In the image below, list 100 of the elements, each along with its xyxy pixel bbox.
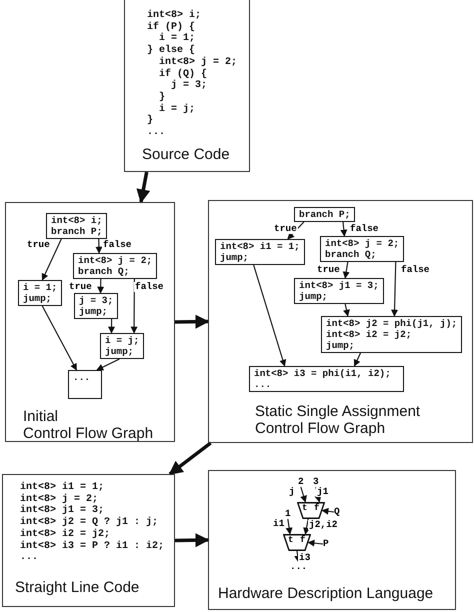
signal-label: 2 — [298, 477, 304, 487]
code-line: jump; — [299, 291, 329, 302]
arrow — [108, 319, 116, 334]
arrow — [314, 486, 322, 503]
code-line: int<8> i; — [147, 10, 202, 22]
code-line: if (Q) { — [158, 68, 208, 80]
panel-title: Straight Line Code — [15, 579, 140, 596]
signal-label: 3 — [313, 477, 319, 487]
edge-label: true — [273, 224, 298, 234]
arrow — [286, 518, 293, 535]
code-line: i = j; — [158, 104, 196, 116]
stage-panel — [5, 202, 175, 442]
basic-block-box — [215, 239, 305, 265]
arrow — [342, 262, 350, 279]
edge-label: false — [134, 282, 165, 292]
arrow — [42, 238, 62, 281]
code-line: int<8> j = 2; — [20, 494, 100, 505]
code-line: int<8> j1 = 3; — [299, 280, 379, 291]
edge-label: false — [349, 224, 380, 234]
code-line: int<8> j2 = Q ? j1 : j; — [20, 517, 160, 528]
code-line: int<8> i1 = 1; — [220, 241, 300, 252]
edge-label: false — [400, 265, 431, 275]
edge-label: true — [68, 282, 93, 292]
arrow — [343, 304, 350, 317]
arrow — [300, 486, 307, 503]
port-label: f — [314, 504, 320, 513]
panel-title: Initial — [23, 408, 60, 425]
code-line: ... — [20, 552, 40, 564]
edge-label: j1 — [316, 487, 330, 497]
panel-title: Source Code — [142, 146, 230, 163]
code-line: jump; — [105, 346, 135, 357]
arrow — [354, 352, 362, 367]
panel-title: Static Single Assignment Control Flow Graph — [255, 403, 420, 437]
arrow — [303, 518, 310, 535]
signal-label: ... — [290, 562, 308, 572]
code-line: int<8> i2 = j2; — [326, 329, 413, 340]
code-line: int<8> i2 = j2; — [20, 528, 112, 540]
arrow — [96, 358, 120, 370]
code-line: branch Q; — [325, 249, 378, 260]
edge-label: i1 — [272, 519, 286, 529]
edge-label: j2,i2 — [308, 520, 339, 530]
basic-block-box — [294, 278, 384, 304]
basic-block-box — [249, 366, 404, 392]
code-line: jump; — [23, 293, 53, 304]
basic-block-box — [320, 236, 404, 262]
stage-arrow — [174, 533, 210, 548]
code-line: int<8> i1 = 1; — [20, 482, 106, 494]
edge-label: j — [288, 487, 296, 497]
arrow — [42, 306, 77, 371]
code-line: jump; — [220, 252, 250, 263]
basic-block-box — [18, 280, 62, 306]
stage-arrow — [174, 314, 210, 329]
code-line: int<8> j1 = 3; — [20, 505, 106, 516]
code-line: int<8> j2 = phi(j1, j); — [326, 318, 458, 329]
basic-block-box — [73, 253, 158, 279]
basic-block-box — [74, 293, 118, 319]
basic-block-box — [294, 207, 356, 222]
signal-label: 1 — [285, 509, 291, 519]
code-line: i = 1; — [158, 33, 196, 44]
signal-label: Q — [334, 507, 340, 517]
basic-block-box — [321, 316, 462, 353]
code-line: branch Q; — [78, 266, 130, 277]
code-line: } else { — [147, 45, 196, 56]
arrow — [97, 279, 104, 294]
code-line: if (P) { — [147, 22, 196, 33]
stage-panel — [208, 200, 473, 443]
edge-label: false — [102, 240, 133, 250]
signal-label: P — [323, 539, 329, 549]
code-line: j = 3; — [79, 295, 114, 306]
port-label: t — [288, 536, 294, 545]
code-line: ... — [147, 127, 166, 139]
stage-arrow — [168, 442, 212, 476]
arrow — [391, 262, 398, 317]
code-line: i = 1; — [23, 282, 58, 293]
panel-title: Hardware Description Language — [218, 585, 434, 602]
code-line: int<8> i3 = P ? i1 : i2; — [20, 540, 164, 552]
code-line: int<8> j = 2; — [325, 238, 400, 249]
code-line: int<8> j = 2; — [78, 255, 152, 266]
code-line: branch P; — [299, 209, 350, 220]
code-line: j = 3; — [170, 80, 208, 92]
panel-title: Control Flow Graph — [23, 425, 154, 442]
stage-panel — [2, 474, 175, 607]
code-line: } — [158, 92, 166, 104]
arrow — [253, 264, 286, 367]
code-line: int<8> j = 2; — [158, 56, 238, 68]
basic-block-box — [68, 370, 102, 399]
code-line: jump; — [326, 340, 356, 351]
code-line: ... — [254, 379, 272, 390]
code-line: ... — [73, 372, 92, 383]
stage-arrow — [136, 172, 150, 204]
edge-label: true — [316, 265, 341, 275]
code-line: jump; — [79, 306, 109, 317]
arrow — [340, 222, 348, 237]
arrow — [95, 238, 102, 254]
code-line: i = j; — [105, 335, 140, 346]
arrow — [308, 540, 324, 547]
stage-panel — [208, 470, 456, 610]
code-line: int<8> i; — [51, 215, 102, 226]
code-line: int<8> i3 = phi(i1, i2); — [254, 368, 392, 379]
code-line: branch P; — [51, 226, 102, 237]
